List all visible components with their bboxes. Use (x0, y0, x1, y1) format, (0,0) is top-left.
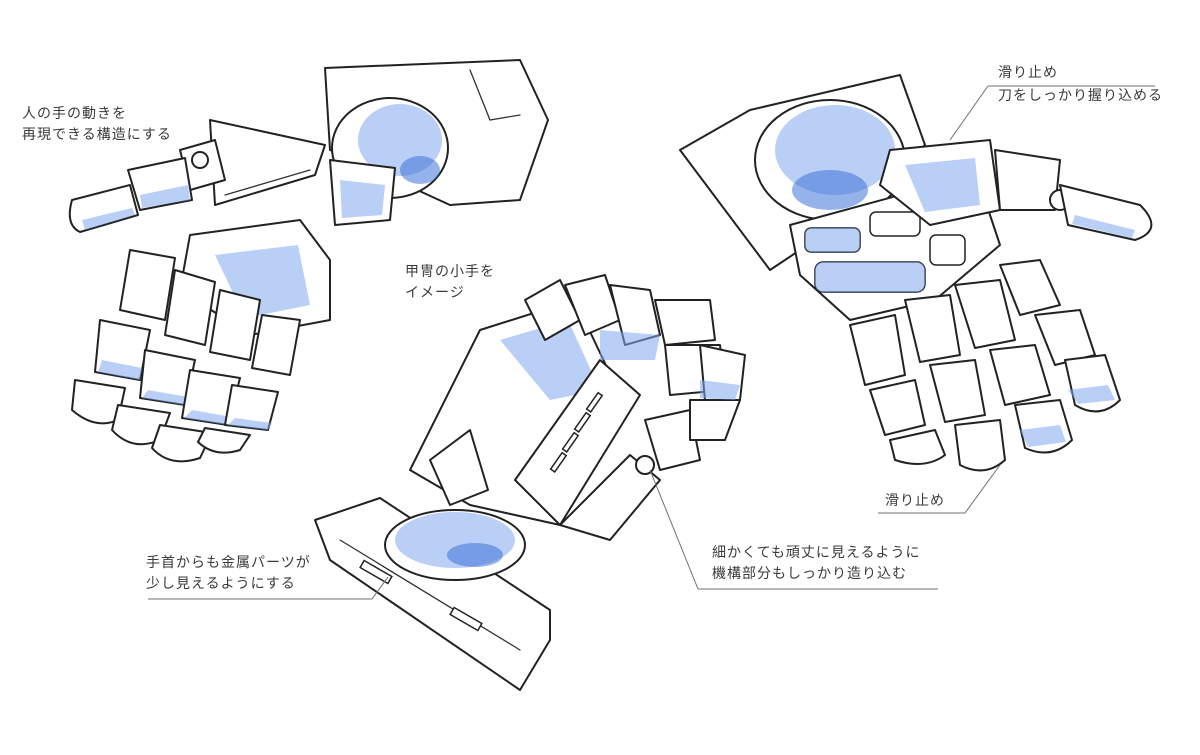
fist-knuckle-guard (429, 429, 489, 506)
annotation-line: 少し見えるようにする (146, 576, 296, 592)
wrist-base (314, 497, 551, 691)
fist-fingers (524, 274, 746, 441)
fingers-right (849, 259, 1121, 472)
annotation-line: 滑り止め (885, 493, 945, 509)
thumb-base (209, 119, 326, 206)
vent-slots (549, 391, 604, 473)
annotation-grip-bottom: 滑り止め (885, 491, 945, 512)
annotation-line: 再現できる構造にする (22, 127, 172, 143)
annotation-grip-top: 滑り止め 刀をしっかり握り込める (998, 63, 1163, 107)
annotation-line: 滑り止め (998, 65, 1058, 81)
annotation-line: 甲冑の小手を (405, 264, 495, 280)
annotation-gauntlet: 甲冑の小手を イメージ (405, 262, 495, 304)
annotation-human-hand: 人の手の動きを 再現できる構造にする (22, 104, 172, 146)
annotation-line: 細かくても頑丈に見えるように (712, 545, 921, 561)
open-hand-back-view (68, 59, 549, 463)
leader-lines (148, 85, 1155, 600)
fist-thumb-tip (644, 409, 701, 471)
annotation-mechanism: 細かくても頑丈に見えるように 機構部分もしっかり造り込む (712, 543, 920, 585)
fist-thumb-base (559, 454, 661, 541)
fingers-left (71, 249, 301, 463)
thumb-tip (68, 184, 139, 233)
annotation-line: 刀をしっかり握り込める (998, 88, 1163, 104)
palm-thumb-middle (994, 149, 1061, 211)
vented-side-plate (514, 359, 641, 526)
clenched-fist (314, 274, 746, 691)
annotation-line: 手首からも金属パーツが (146, 555, 311, 571)
palm-grip-pads (804, 211, 966, 293)
annotation-line: 機構部分もしっかり造り込む (712, 566, 907, 582)
annotation-wrist-metal: 手首からも金属パーツが 少し見えるようにする (146, 553, 311, 595)
annotation-line: イメージ (405, 285, 465, 301)
annotation-line: 人の手の動きを (22, 106, 127, 122)
open-hand-palm-view (679, 74, 1153, 472)
